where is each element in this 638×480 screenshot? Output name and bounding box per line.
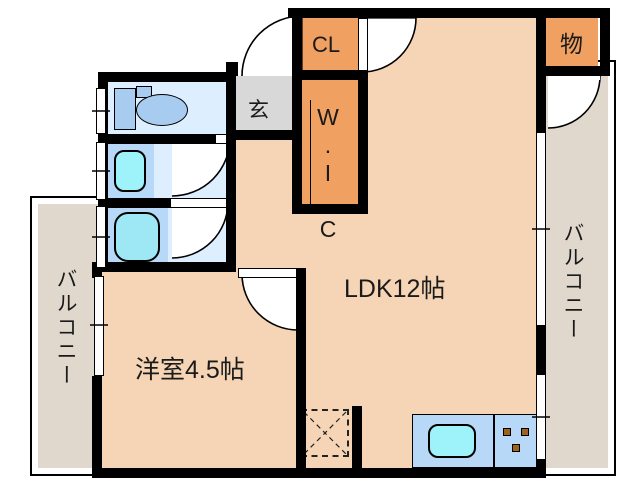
wall-wic-bottom <box>292 204 368 214</box>
wall-bottom-main <box>92 468 546 478</box>
wall-wic-right <box>358 70 368 206</box>
balcony-right-label: バルコニー <box>561 222 584 342</box>
wall-top-main <box>288 8 610 18</box>
balcony-left-label: バルコニー <box>54 268 77 388</box>
closet-cl <box>302 16 358 74</box>
stove-counter <box>494 414 540 468</box>
wall-ldk-right-mid <box>536 66 546 134</box>
bedroom-door-swing-icon[interactable] <box>238 272 300 334</box>
toilet-tank-icon <box>114 88 136 130</box>
stove-burner-front-icon <box>512 444 520 452</box>
balcony-right-surface <box>546 68 608 468</box>
storage-box <box>546 16 598 72</box>
sliding-door-bedroom-balcony[interactable] <box>94 276 104 376</box>
toilet-bowl-icon <box>136 94 188 126</box>
wall-ldk-right-lower <box>536 324 546 376</box>
closet-wic <box>302 78 358 204</box>
kitchen-sink-icon <box>428 424 476 458</box>
wall-basin-bottom <box>98 198 170 208</box>
stove-burner-right-icon <box>521 428 529 436</box>
wall-basin-right <box>226 140 236 208</box>
bedroom-label: 洋室4.5帖 <box>135 356 245 384</box>
closet-wic-label: W.I.C <box>315 104 341 244</box>
wall-bedroom-right <box>296 268 306 476</box>
window-left-bath-mullion-icon <box>92 170 110 172</box>
storage-door-panel[interactable] <box>548 72 600 80</box>
closet-wic-shelf-line <box>310 100 354 206</box>
wall-ldk-washer-partition <box>352 406 362 470</box>
wall-ldk-right-bottom <box>536 458 546 476</box>
balcony-left-surface <box>38 204 100 468</box>
closet-cl-door-swing-icon[interactable] <box>360 16 418 74</box>
bathtub-icon <box>114 212 160 262</box>
wall-cl-bottom <box>292 70 368 80</box>
wall-ldk-right-upper <box>536 8 546 74</box>
wall-storage-bottom <box>536 66 610 76</box>
wall-bath-right <box>226 204 236 272</box>
closet-cl-door-panel[interactable] <box>358 18 368 72</box>
wall-bedroom-left-lower <box>92 376 102 476</box>
bathroom-door-panel[interactable] <box>170 198 230 208</box>
window-left-bedroom-mullion-icon <box>92 236 110 238</box>
genkan-label: 玄 <box>248 99 269 122</box>
wall-toilet-top <box>98 72 236 82</box>
storage-label: 物 <box>560 31 583 57</box>
wall-toilet-bottom <box>98 134 216 144</box>
stove-burner-left-icon <box>503 428 511 436</box>
washbasin-door-swing-icon[interactable] <box>170 136 230 198</box>
closet-cl-label: CL <box>312 32 341 57</box>
washbasin-icon <box>114 150 146 192</box>
wall-entrance-right-stub <box>292 62 302 80</box>
bathroom-door-swing-icon[interactable] <box>170 200 230 260</box>
wall-cl-right <box>358 8 368 18</box>
ldk-label: LDK12帖 <box>344 275 446 303</box>
genkan-floor <box>234 76 300 136</box>
bedroom-door-panel[interactable] <box>238 268 300 278</box>
sliding-door-ldk-lower-mullion-icon <box>532 416 550 418</box>
wall-bedroom-left-upper <box>92 262 102 278</box>
storage-door-swing-icon[interactable] <box>546 74 602 130</box>
wall-bath-bottom <box>98 262 236 272</box>
hallway-floor <box>232 136 302 276</box>
wall-toilet-right <box>226 72 236 134</box>
window-left-toilet-mullion-icon <box>92 110 110 112</box>
sliding-door-ldk-upper-mullion-icon <box>532 228 550 230</box>
wall-right-upper <box>600 8 610 74</box>
washing-machine-cross-icon <box>303 411 347 455</box>
sliding-door-bedroom-mullion-icon <box>90 324 108 326</box>
wall-genkan-bottom <box>226 130 302 140</box>
wall-cl-left <box>292 8 302 214</box>
